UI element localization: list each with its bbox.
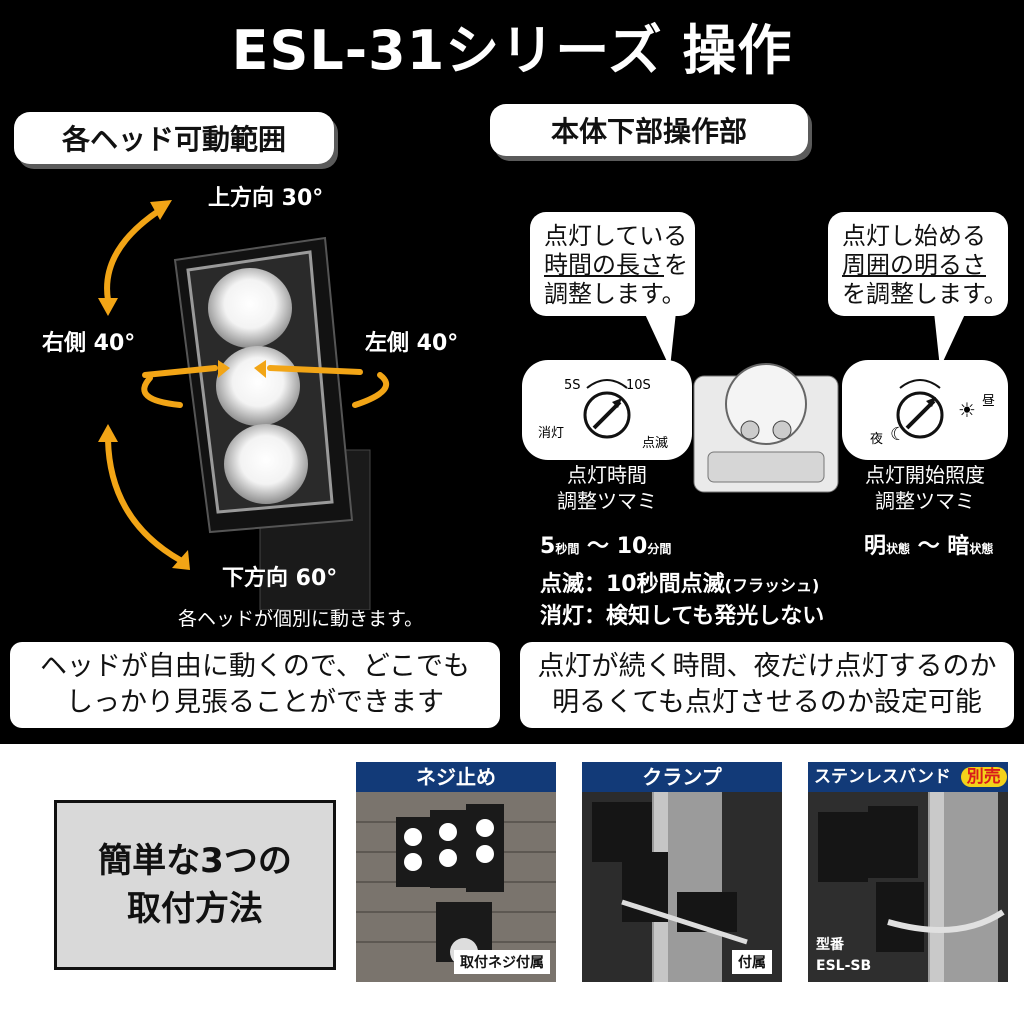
band-mount-header-text: ステンレスバンド (814, 767, 951, 787)
control-settings-line2: 明るくても点灯させるのか設定可能 (552, 687, 982, 718)
band-mount-illustration (808, 792, 1008, 982)
brightness-bubble-line3: を調整します。 (842, 280, 1008, 308)
brightness-range-min-unit: 状態 (886, 542, 911, 556)
control-settings-line1: 点灯が続く時間、夜だけ点灯するのか (537, 651, 997, 682)
up-angle-label: 上方向 30° (208, 186, 324, 211)
duration-range-min-unit: 秒間 (555, 542, 580, 556)
duration-range-max: 10 (616, 534, 648, 559)
duration-bubble-tail (644, 312, 676, 368)
duration-bubble-line3: 調整します。 (544, 280, 686, 308)
mounting-box-line2: 取付方法 (127, 889, 263, 929)
off-description: 消灯：検知しても発光しない (540, 604, 825, 629)
head-range-heading: 各ヘッド可動範囲 (14, 112, 334, 164)
duration-bubble: 点灯している 時間の長さを 調整します。 (530, 212, 695, 316)
page-title: ESL-31シリーズ 操作 (231, 19, 793, 82)
brightness-range-min: 明 (864, 534, 887, 559)
duration-bubble-line2: 時間の長さを (544, 251, 695, 280)
brightness-knob-caption: 点灯開始照度 調整ツマミ (842, 462, 1008, 514)
brightness-range-max-unit: 状態 (969, 542, 994, 556)
duration-knob-panel: 5S 10S 消灯 点滅 (522, 360, 692, 460)
duration-bubble-line1: 点灯している (544, 222, 688, 250)
brightness-bubble-line2: 周囲の明るさ (842, 251, 1008, 280)
duration-bubble-emphasis: 時間の長さ (544, 251, 664, 279)
device-underside-illustration (693, 363, 839, 493)
clamp-mount-card: クランプ 付属 (582, 762, 782, 982)
label-off: 消灯 (538, 426, 565, 441)
screw-mount-card: ネジ止め 取付ネジ付属 (356, 762, 556, 982)
light-head-illustration (98, 200, 389, 610)
duration-caption-line1: 点灯時間 (567, 463, 647, 487)
label-10s: 10S (626, 378, 651, 393)
blink-description-note: (フラッシュ) (724, 576, 820, 595)
duration-range-max-unit: 分間 (647, 542, 672, 556)
right-angle-label: 右側 40° (42, 331, 136, 356)
left-angle-label: 左側 40° (365, 331, 459, 356)
screw-mount-illustration (356, 792, 556, 982)
label-blink: 点滅 (642, 436, 669, 451)
brightness-bubble-emphasis: 周囲の明るさ (842, 251, 986, 279)
brightness-bubble-tail (934, 312, 966, 368)
duration-range: 5秒間 〜 10分間 (540, 528, 671, 560)
duration-range-tilde: 〜 (587, 534, 610, 559)
clamp-mount-tag: 付属 (732, 950, 772, 974)
screw-mount-header: ネジ止め (356, 762, 556, 792)
head-freedom-box: ヘッドが自由に動くので、どこでも しっかり見張ることができます (10, 642, 500, 728)
duration-caption-line2: 調整ツマミ (557, 489, 657, 513)
duration-bubble-suffix: を (664, 251, 688, 279)
brightness-knob[interactable] (842, 360, 1008, 460)
down-angle-label: 下方向 60° (222, 566, 338, 591)
band-mount-card: ステンレスバンド 別売 型番 ESL-SB (808, 762, 1008, 982)
blink-description: 点滅：10秒間点滅(フラッシュ) (540, 566, 819, 598)
label-night: 夜 (870, 432, 884, 447)
head-freedom-line1: ヘッドが自由に動くので、どこでも (39, 651, 471, 682)
label-day: 昼 (982, 394, 996, 409)
screw-mount-tag: 取付ネジ付属 (454, 950, 550, 974)
blink-description-main: 点滅：10秒間点滅 (540, 572, 725, 597)
band-model-label: 型番 (816, 937, 844, 953)
brightness-bubble-line1: 点灯し始める (842, 222, 986, 250)
brightness-caption-line1: 点灯開始照度 (865, 463, 985, 487)
band-mount-header: ステンレスバンド 別売 (808, 762, 1008, 792)
brightness-caption-line2: 調整ツマミ (875, 489, 975, 513)
brightness-range: 明状態 〜 暗状態 (864, 528, 993, 560)
clamp-mount-illustration (582, 792, 782, 982)
duration-range-min: 5 (540, 534, 556, 559)
brightness-bubble: 点灯し始める 周囲の明るさ を調整します。 (828, 212, 1008, 316)
clamp-mount-header: クランプ (582, 762, 782, 792)
mounting-box-line1: 簡単な3つの (98, 841, 292, 881)
band-model-number: ESL-SB (816, 958, 872, 974)
head-freedom-line2: しっかり見張ることができます (66, 687, 444, 718)
brightness-range-tilde: 〜 (917, 534, 940, 559)
control-settings-box: 点灯が続く時間、夜だけ点灯するのか 明るくても点灯させるのか設定可能 (520, 642, 1014, 728)
moon-icon: ☾ (890, 424, 907, 445)
control-panel-heading: 本体下部操作部 (490, 104, 808, 156)
sold-separately-badge: 別売 (960, 767, 1007, 787)
duration-knob-caption: 点灯時間 調整ツマミ (522, 462, 692, 514)
label-5s: 5S (564, 378, 581, 393)
brightness-knob-panel: ☀ 昼 夜 ☾ (842, 360, 1008, 460)
individual-move-note: 各ヘッドが個別に動きます。 (178, 608, 424, 630)
duration-knob[interactable] (522, 360, 692, 460)
sun-icon: ☀ (958, 398, 976, 422)
mounting-methods-box: 簡単な3つの 取付方法 (54, 800, 336, 970)
brightness-range-max: 暗 (947, 534, 970, 559)
